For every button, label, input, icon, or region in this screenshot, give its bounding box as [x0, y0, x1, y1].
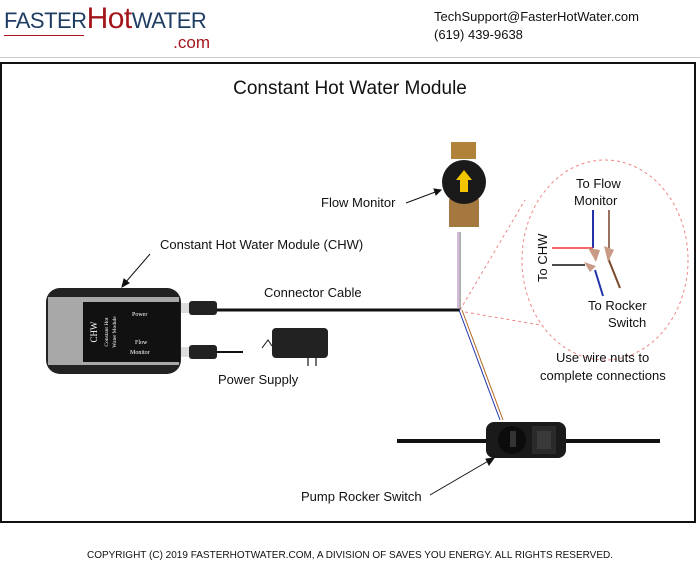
diagram-text: Monitor — [130, 350, 150, 356]
logo-row: FASTER Hot WATER — [4, 4, 216, 34]
to-flow-label: To Flow — [576, 176, 621, 191]
flow-monitor-label: Flow Monitor — [321, 195, 396, 210]
diagram-frame — [0, 62, 696, 523]
to-flow-label: Monitor — [574, 193, 618, 208]
logo: FASTER Hot WATER .com — [4, 4, 216, 52]
diagram-title: Constant Hot Water Module — [233, 78, 467, 99]
logo-underline — [4, 35, 84, 36]
diagram-shape — [181, 347, 189, 357]
to-rocker-label: To Rocker — [588, 298, 647, 313]
to-rocker-label: Switch — [608, 315, 647, 330]
header-divider — [0, 57, 700, 58]
diagram-shape — [272, 328, 328, 358]
diagram-text: Power — [132, 312, 147, 318]
rocker-switch-label: Pump Rocker Switch — [301, 489, 422, 504]
connector-cable-label: Connector Cable — [264, 285, 362, 300]
callout-line — [464, 311, 541, 326]
to-chw-label: To CHW — [535, 233, 550, 282]
flow-monitor-device — [442, 142, 486, 227]
rocker-switch-device — [397, 422, 660, 458]
diagram-shape — [83, 302, 180, 362]
diagram-text: Flow — [135, 340, 148, 346]
diagram-shape — [189, 301, 217, 315]
power-supply-device — [261, 328, 328, 366]
pointer-arrows — [121, 188, 496, 496]
chw-module-label: Constant Hot Water Module (CHW) — [160, 237, 364, 252]
arrow-up-icon — [456, 170, 472, 192]
switch-wire — [458, 309, 501, 421]
diagram-shape — [124, 253, 151, 284]
logo-text: FASTER — [4, 8, 87, 33]
wire-detail — [552, 210, 621, 297]
support-phone: (619) 439-9638 — [434, 27, 523, 42]
diagram-shape — [537, 431, 551, 449]
copyright: COPYRIGHT (C) 2019 FASTERHOTWATER.COM, A… — [86, 550, 614, 561]
diagram-shape — [607, 257, 621, 289]
diagram-shape — [588, 248, 600, 262]
chw-module-device: CHW Constant Hot Water Module Power Flow… — [46, 288, 243, 374]
diagram-shape — [604, 246, 614, 262]
diagram-text: Constant Hot — [104, 317, 110, 347]
diagram-shape — [584, 262, 596, 272]
diagram-shape — [485, 457, 496, 466]
diagram-shape — [189, 345, 217, 359]
diagram-shape — [461, 309, 504, 421]
wire-nuts-note: complete connections — [540, 368, 666, 383]
diagram-shape — [429, 459, 491, 496]
diagram-shape — [121, 278, 130, 289]
diagram-text: Water Module — [112, 316, 118, 348]
device-label: CHW — [89, 321, 99, 343]
diagram-shape — [594, 269, 604, 297]
diagram-shape — [181, 303, 189, 313]
wire-nuts-note: Use wire nuts to — [556, 350, 650, 365]
diagram-shape — [510, 431, 516, 447]
logo-text: WATER — [131, 8, 207, 33]
support-email[interactable]: TechSupport@FasterHotWater.com — [434, 9, 639, 24]
diagram-shape — [451, 142, 476, 159]
diagram-shape — [433, 188, 443, 196]
logo-text: Hot — [86, 2, 133, 35]
diagram-shape — [261, 339, 273, 349]
logo-text: .com — [173, 33, 210, 52]
detail-callout — [521, 159, 689, 361]
power-supply-label: Power Supply — [218, 372, 299, 387]
diagram-shape — [405, 190, 439, 204]
